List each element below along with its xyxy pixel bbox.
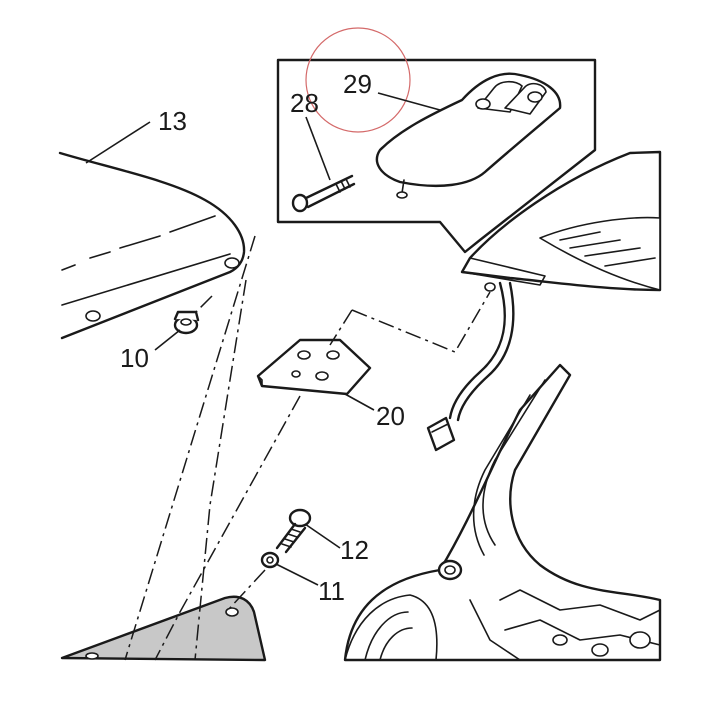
part-11-washer bbox=[260, 551, 280, 569]
inset-detail-box bbox=[276, 27, 597, 254]
assembly-lines bbox=[124, 235, 491, 661]
rear-frame bbox=[343, 363, 662, 662]
highlight-circle bbox=[305, 27, 411, 133]
part-13-side-fairing bbox=[58, 151, 246, 340]
callout-29: 29 bbox=[343, 69, 372, 99]
part-12-screw bbox=[275, 508, 312, 554]
callout-10: 10 bbox=[120, 343, 149, 373]
tail-light-assembly bbox=[426, 150, 662, 452]
part-10-grommet bbox=[173, 310, 200, 335]
callout-labels: 13 10 20 12 11 28 29 bbox=[120, 69, 405, 606]
callout-28: 28 bbox=[290, 88, 319, 118]
part-29-cover bbox=[375, 72, 562, 199]
callout-13: 13 bbox=[158, 106, 187, 136]
leader-lines bbox=[85, 92, 441, 586]
part-28-bolt bbox=[291, 174, 356, 213]
part-20-mounting-plate bbox=[256, 338, 372, 396]
callout-11: 11 bbox=[318, 576, 345, 606]
lower-panel bbox=[60, 595, 267, 662]
callout-20: 20 bbox=[376, 401, 405, 431]
callout-12: 12 bbox=[340, 535, 369, 565]
